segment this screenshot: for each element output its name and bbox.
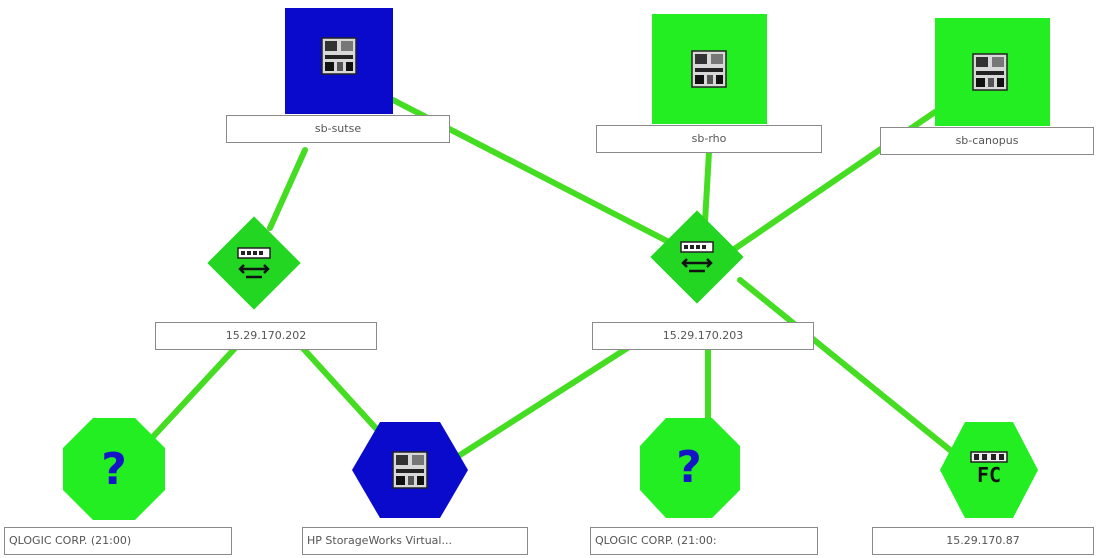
- link-switch2-device2: [457, 337, 643, 458]
- server-icon: [321, 37, 357, 75]
- link-host1-switch1: [267, 147, 308, 231]
- device-label-4[interactable]: 15.29.170.87: [872, 527, 1094, 555]
- fc-port-icon: [970, 451, 1008, 463]
- link-switch1-device1: [147, 342, 241, 443]
- link-host2-switch2: [702, 149, 712, 225]
- host-label-2[interactable]: sb-rho: [596, 125, 822, 153]
- unknown-device-icon: ?: [676, 442, 702, 493]
- link-switch1-device2: [297, 342, 385, 438]
- switch-label-2[interactable]: 15.29.170.203: [592, 322, 814, 350]
- device-4-shape[interactable]: [940, 422, 1038, 518]
- link-switch2-device4: [737, 277, 953, 453]
- host-label-3[interactable]: sb-canopus: [880, 127, 1094, 155]
- fc-symbol: FC: [976, 463, 1002, 487]
- fc-device-icon: FC: [968, 450, 1010, 490]
- device-label-1[interactable]: QLOGIC CORP. (21:00): [4, 527, 232, 555]
- host-label-1[interactable]: sb-sutse: [226, 115, 450, 143]
- server-icon: [972, 53, 1008, 91]
- switch-icon: [237, 247, 271, 279]
- device-1-shape[interactable]: [63, 418, 165, 520]
- switch-label-1[interactable]: 15.29.170.202: [155, 322, 377, 350]
- device-3-shape[interactable]: [640, 418, 740, 518]
- device-label-2[interactable]: HP StorageWorks Virtual...: [302, 527, 528, 555]
- unknown-device-icon: ?: [101, 444, 127, 495]
- switch-icon: [680, 241, 714, 273]
- device-label-3[interactable]: QLOGIC CORP. (21:00:: [590, 527, 818, 555]
- storage-icon: [392, 451, 428, 489]
- server-icon: [691, 50, 727, 88]
